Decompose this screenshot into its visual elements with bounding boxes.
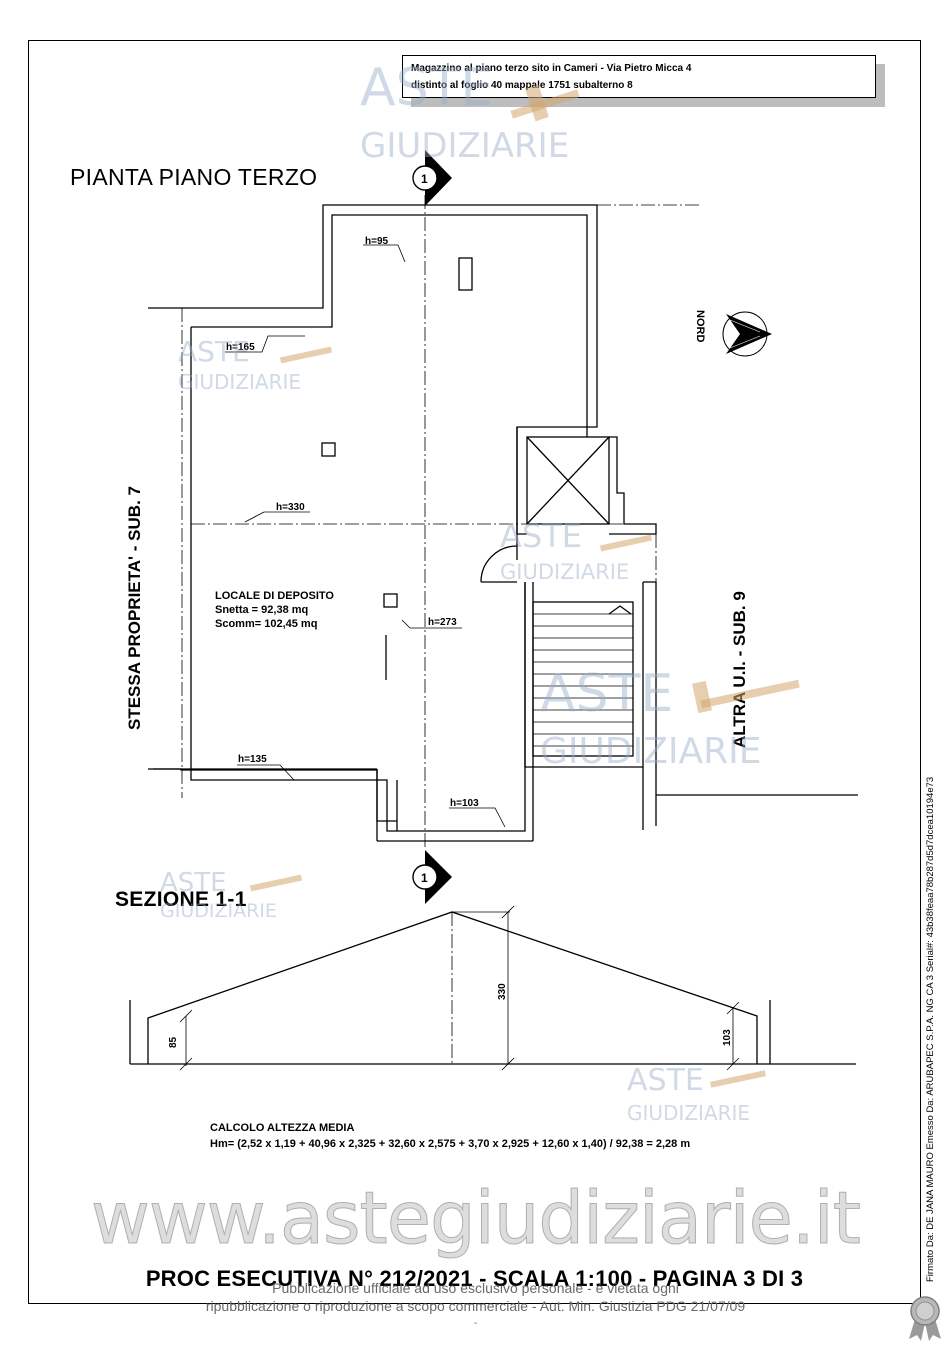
room-net-area: Snetta = 92,38 mq [215, 604, 309, 616]
footer-note-line2: ripubblicazione o riproduzione a scopo c… [205, 1298, 746, 1314]
calculation-title: CALCOLO ALTEZZA MEDIA [210, 1122, 355, 1134]
room-gross-area: Scomm= 102,45 mq [215, 618, 318, 630]
property-title-line2: distinto al foglio 40 mappale 1751 subal… [411, 80, 633, 91]
height-label-330: h=330 [276, 502, 305, 513]
inner-wall-left [190, 327, 526, 832]
height-label-103: h=103 [450, 798, 479, 809]
watermark-brand-top: ASTE [360, 58, 494, 118]
room-info: LOCALE DI DEPOSITO Snetta = 92,38 mq Sco… [215, 589, 334, 631]
property-title-line1: Magazzino al piano terzo sito in Cameri … [411, 63, 692, 74]
footer-page-mark: - [473, 1318, 478, 1329]
section-marker-bottom-label: 1 [421, 871, 428, 885]
watermark-brand-bottom: GIUDIZIARIE [360, 126, 570, 166]
drawing-frame [28, 40, 921, 1304]
section-title: SEZIONE 1-1 [115, 888, 247, 911]
footer-title: PROC ESECUTIVA N° 212/2021 - SCALA 1:100… [145, 1266, 804, 1291]
footer-note-line1: Pubblicazione ufficiale ad uso esclusivo… [272, 1280, 679, 1296]
height-label-165: h=165 [226, 342, 255, 353]
digital-signature: Firmato Da: DE JANA MAURO Emesso Da: ARU… [925, 776, 936, 1282]
seal-icon [909, 1296, 941, 1341]
plan-title: PIANTA PIANO TERZO [70, 164, 318, 190]
height-calculation: CALCOLO ALTEZZA MEDIA Hm= (2,52 x 1,19 +… [210, 1120, 690, 1152]
property-title-box: Magazzino al piano terzo sito in Cameri … [402, 55, 876, 98]
site-watermark: www.astegiudiziarie.it [90, 1176, 861, 1261]
inner-wall-upper [191, 214, 588, 437]
height-label-135: h=135 [238, 754, 267, 765]
height-label-273: h=273 [428, 617, 457, 628]
height-label-95: h=95 [365, 236, 389, 247]
calculation-formula: Hm= (2,52 x 1,19 + 40,96 x 2,325 + 32,60… [210, 1138, 691, 1150]
north-arrow-icon [722, 311, 772, 357]
section-marker-icon [412, 150, 452, 904]
room-name: LOCALE DI DEPOSITO [215, 590, 334, 602]
section-marker-top-label: 1 [421, 172, 428, 186]
